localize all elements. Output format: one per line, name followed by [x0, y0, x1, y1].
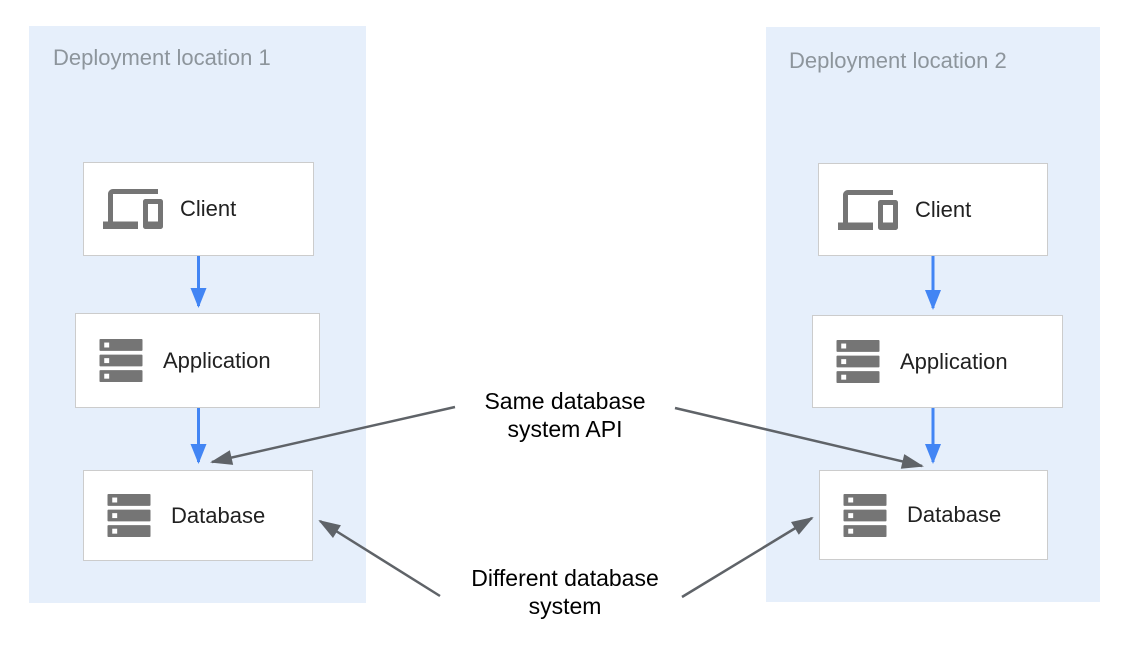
different-database-annotation: Different database system [425, 564, 705, 620]
annotation-line: Same database [484, 388, 646, 414]
application-node-1: Application [75, 313, 320, 408]
annotation-line: Different database [471, 565, 659, 591]
storage-icon [832, 340, 884, 383]
deployment-location-2-title: Deployment location 2 [789, 48, 1007, 73]
database-node-label: Database [171, 502, 266, 528]
client-node-2: Client [818, 163, 1048, 256]
annotation-line: system API [507, 416, 623, 442]
storage-icon [95, 339, 147, 382]
database-node-2: Database [819, 470, 1048, 560]
storage-icon [103, 494, 155, 537]
database-node-1: Database [83, 470, 313, 561]
application-node-2: Application [812, 315, 1063, 408]
same-database-annotation: Same database system API [425, 387, 705, 443]
devices-icon [103, 188, 163, 230]
annotation-line: system [528, 593, 602, 619]
deployment-location-1-title: Deployment location 1 [53, 45, 271, 70]
devices-icon [838, 189, 898, 231]
application-node-label: Application [163, 347, 271, 373]
database-node-label: Database [907, 502, 1002, 527]
client-node-1: Client [83, 162, 314, 256]
client-node-label: Client [915, 196, 972, 222]
storage-icon [839, 493, 891, 537]
application-node-label: Application [900, 348, 1008, 374]
client-node-label: Client [180, 196, 237, 221]
